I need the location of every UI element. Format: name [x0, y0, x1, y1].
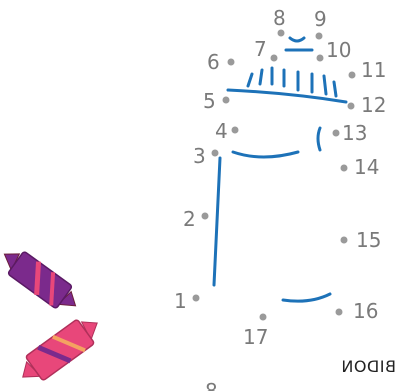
dot-label-8: 8 [273, 6, 286, 30]
dot-label-14: 14 [354, 155, 379, 179]
dot-13[interactable] [332, 129, 340, 137]
dot-label-2: 2 [183, 207, 196, 231]
dot-14[interactable] [340, 164, 348, 172]
dot-label-7: 7 [254, 37, 267, 61]
lower-neck-stroke [231, 150, 300, 159]
candy-icon [3, 251, 77, 309]
dot-label-11: 11 [361, 58, 386, 82]
dot-label-1: 1 [174, 289, 187, 313]
dot-label-12: 12 [361, 93, 386, 117]
dot-label-5: 5 [203, 89, 216, 113]
dot-label-3: 3 [193, 144, 206, 168]
dot-2[interactable] [201, 212, 209, 220]
dot-3[interactable] [211, 149, 219, 157]
bottom-stroke [281, 292, 332, 303]
dot-label-13: 13 [342, 121, 367, 145]
dot-label-15: 15 [356, 228, 381, 252]
cap-ridge [332, 80, 338, 98]
candy-icon [22, 319, 98, 381]
dot-label-17: 17 [243, 325, 268, 349]
dot-17[interactable] [259, 313, 267, 321]
cap-nub-stroke [288, 36, 306, 43]
left-side-stroke [212, 156, 222, 287]
dot-11[interactable] [348, 71, 356, 79]
cap-band-stroke [226, 88, 348, 104]
cap-ridge [246, 72, 254, 88]
dot-12[interactable] [347, 102, 355, 110]
dot-10[interactable] [316, 54, 324, 62]
dots-layer: 1 2 3 4 5 6 7 8 9 10 11 12 13 14 15 16 1 [174, 6, 386, 349]
right-neck-stroke [316, 126, 322, 152]
dot-6[interactable] [227, 58, 235, 66]
brand-mirrored-group: BIDON [341, 357, 396, 376]
brand-label-mirrored: BIDON [341, 357, 396, 376]
bottom-partial-number: 8 [205, 379, 218, 391]
partial-drawing [212, 36, 348, 303]
dot-1[interactable] [192, 294, 200, 302]
dot-label-4: 4 [215, 119, 228, 143]
dot-label-16: 16 [353, 299, 378, 323]
dot-9[interactable] [315, 32, 323, 40]
dot-5[interactable] [222, 96, 230, 104]
dot-label-10: 10 [326, 38, 351, 62]
dot-label-9: 9 [314, 7, 327, 31]
dot-label-6: 6 [207, 50, 220, 74]
cap-ridge [322, 74, 328, 96]
cap-ridge [258, 68, 264, 86]
dot-15[interactable] [340, 236, 348, 244]
dot-7[interactable] [270, 54, 278, 62]
dot-8[interactable] [277, 29, 285, 37]
dot-4[interactable] [231, 126, 239, 134]
dot-16[interactable] [335, 308, 343, 316]
